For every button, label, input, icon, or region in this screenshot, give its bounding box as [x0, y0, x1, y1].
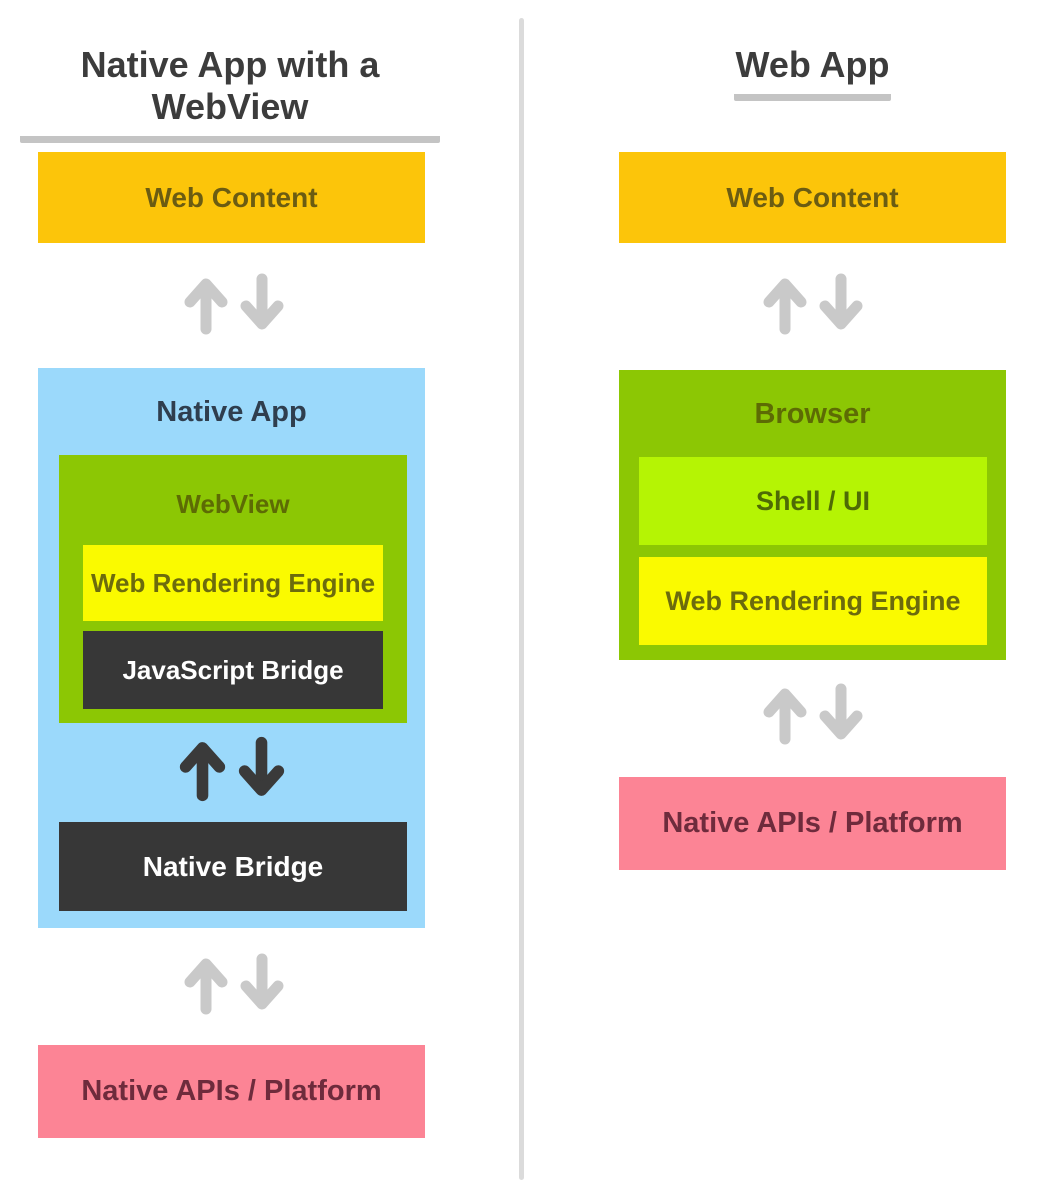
column-divider	[519, 18, 524, 1180]
native-app-label: Native App	[156, 396, 307, 428]
web-content-label-left: Web Content	[145, 181, 318, 213]
up-down-arrows-icon	[184, 273, 284, 335]
left-column-title: Native App with a WebView	[20, 44, 440, 143]
right-title-text: Web App	[733, 44, 892, 101]
left-title-text: Native App with a WebView	[20, 44, 440, 143]
web-rendering-engine-box-right: Web Rendering Engine	[639, 557, 987, 645]
native-apis-box-right: Native APIs / Platform	[619, 777, 1006, 870]
native-app-box: Native App WebView Web Rendering Engine …	[38, 368, 425, 928]
javascript-bridge-box: JavaScript Bridge	[83, 631, 383, 709]
shell-ui-box: Shell / UI	[639, 457, 987, 545]
right-column-title: Web App	[619, 44, 1006, 101]
native-bridge-label: Native Bridge	[142, 850, 324, 882]
native-bridge-box: Native Bridge	[59, 822, 407, 911]
native-apis-label-right: Native APIs / Platform	[662, 807, 963, 839]
up-down-arrows-icon	[184, 953, 284, 1015]
webview-label: WebView	[176, 489, 290, 519]
web-content-box-left: Web Content	[38, 152, 425, 243]
browser-box: Browser Shell / UI Web Rendering Engine	[619, 370, 1006, 660]
up-down-arrows-icon	[763, 273, 863, 335]
native-apis-box-left: Native APIs / Platform	[38, 1045, 425, 1138]
web-rendering-engine-box-left: Web Rendering Engine	[83, 545, 383, 621]
up-down-arrows-icon	[763, 683, 863, 745]
web-rendering-engine-label-left: Web Rendering Engine	[90, 567, 376, 598]
web-content-box-right: Web Content	[619, 152, 1006, 243]
up-down-arrows-icon	[179, 736, 285, 802]
web-rendering-engine-label-right: Web Rendering Engine	[665, 585, 961, 616]
browser-label: Browser	[754, 398, 871, 430]
native-apis-label-left: Native APIs / Platform	[81, 1075, 382, 1107]
javascript-bridge-label: JavaScript Bridge	[122, 654, 344, 685]
webview-box: WebView Web Rendering Engine JavaScript …	[59, 455, 407, 723]
web-content-label-right: Web Content	[726, 181, 899, 213]
shell-ui-label: Shell / UI	[755, 485, 871, 516]
